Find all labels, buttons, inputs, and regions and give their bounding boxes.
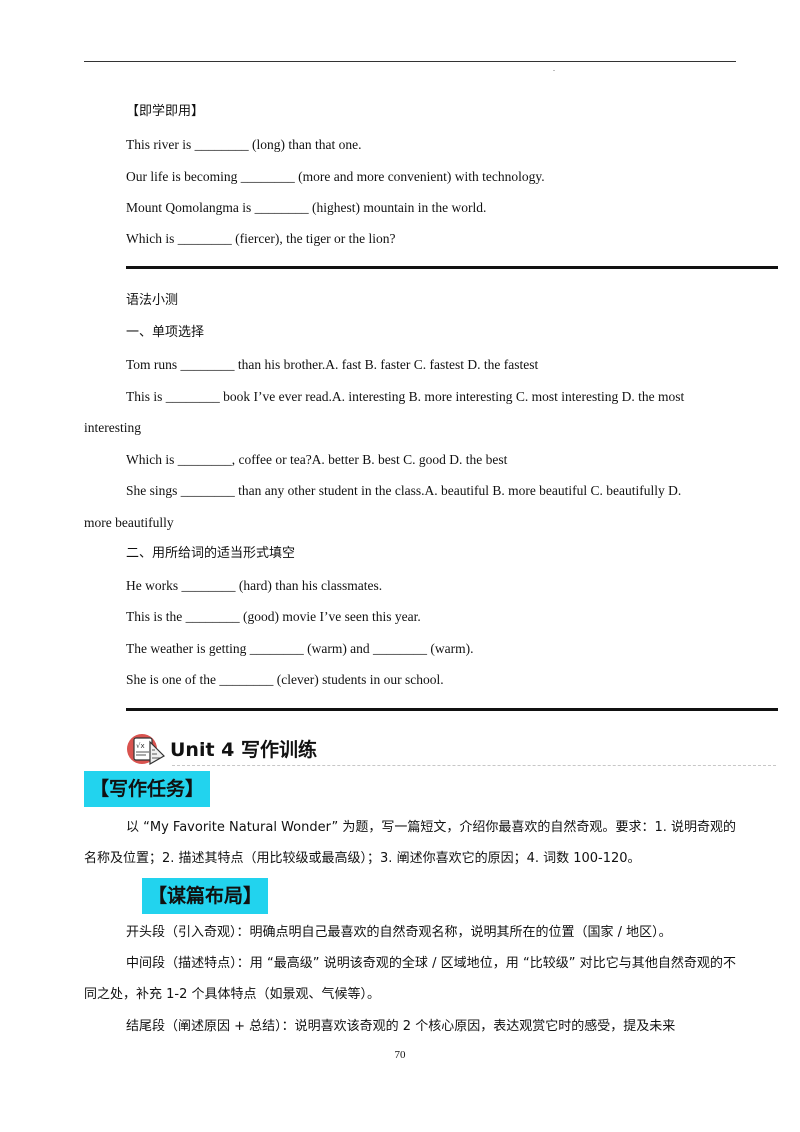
section-divider bbox=[126, 266, 778, 269]
calculator-ruler-icon: √x bbox=[126, 730, 168, 768]
writing-task-text: 以 “My Favorite Natural Wonder” 为题，写一篇短文，… bbox=[84, 820, 736, 866]
layout-opening: 开头段（引入奇观）：明确点明自己最喜欢的自然奇观名称，说明其所在的位置（国家 /… bbox=[126, 925, 672, 940]
practice-line: Our life is becoming ________ (more and … bbox=[126, 169, 545, 184]
section-divider bbox=[126, 708, 778, 711]
practice-heading: 【即学即用】 bbox=[126, 104, 205, 119]
header-rule bbox=[84, 61, 736, 62]
fill-question: He works ________ (hard) than his classm… bbox=[126, 578, 383, 593]
layout-tag: 【谋篇布局】 bbox=[142, 878, 269, 914]
quiz-section-1: 一、单项选择 bbox=[126, 325, 205, 340]
quiz-question: This is ________ book I’ve ever read.A. … bbox=[126, 389, 685, 404]
practice-line: Mount Qomolangma is ________ (highest) m… bbox=[126, 200, 487, 215]
unit-title: Unit 4 写作训练 bbox=[170, 739, 317, 761]
unit-underline bbox=[172, 765, 776, 766]
quiz-section-2: 二、用所给词的适当形式填空 bbox=[126, 546, 296, 561]
quiz-question: She sings ________ than any other studen… bbox=[126, 483, 682, 498]
practice-line: This river is ________ (long) than that … bbox=[126, 137, 362, 152]
quiz-title: 语法小测 bbox=[126, 293, 179, 308]
svg-text:√x: √x bbox=[136, 742, 145, 750]
unit-heading: √x Unit 4 写作训练 bbox=[126, 728, 766, 768]
quiz-question: Tom runs ________ than his brother.A. fa… bbox=[126, 357, 539, 372]
layout-middle: 中间段（描述特点）：用 “最高级” 说明该奇观的全球 / 区域地位，用 “比较级… bbox=[84, 956, 736, 1002]
fill-question: The weather is getting ________ (warm) a… bbox=[126, 641, 474, 656]
quiz-question-continued: interesting bbox=[84, 420, 141, 435]
fill-question: This is the ________ (good) movie I’ve s… bbox=[126, 609, 421, 624]
practice-line: Which is ________ (fiercer), the tiger o… bbox=[126, 231, 396, 246]
page-number: 70 bbox=[394, 1049, 406, 1061]
quiz-question: Which is ________, coffee or tea?A. bett… bbox=[126, 452, 508, 467]
layout-ending: 结尾段（阐述原因 + 总结）：说明喜欢该奇观的 2 个核心原因，表达观赏它时的感… bbox=[126, 1019, 676, 1034]
quiz-question-continued: more beautifully bbox=[84, 515, 174, 530]
writing-task-tag: 【写作任务】 bbox=[84, 771, 211, 807]
header-dot: . bbox=[553, 64, 555, 73]
fill-question: She is one of the ________ (clever) stud… bbox=[126, 672, 444, 687]
